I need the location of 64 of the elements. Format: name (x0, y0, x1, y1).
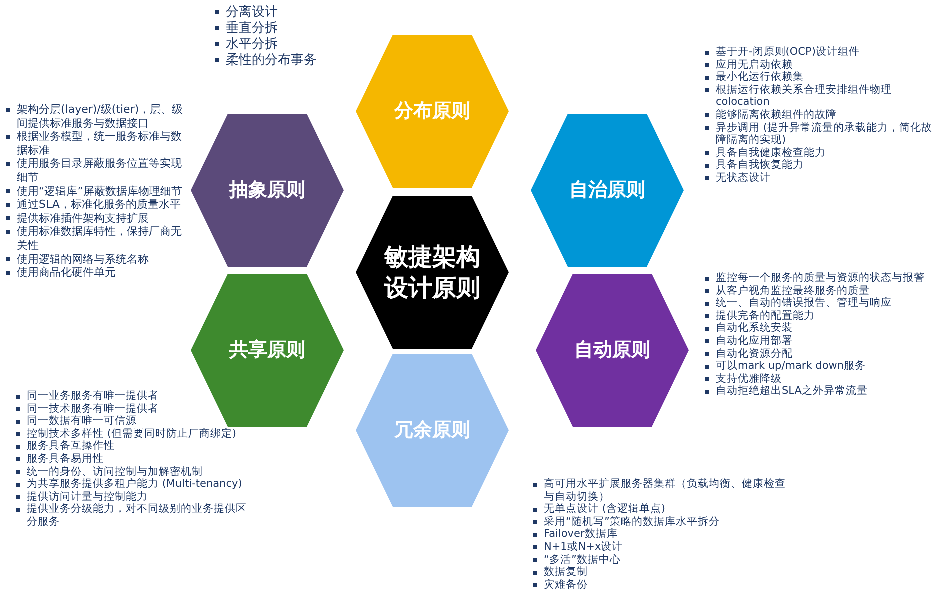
principle-title: 抽象原则 (228, 178, 306, 202)
bullet-item: 根据运行依赖关系合理安排组件物理 colocation (703, 84, 939, 109)
bullet-item: 采用“随机写”策略的数据库水平拆分 (531, 516, 796, 528)
bullet-item: 基于开-闭原则(OCP)设计组件 (703, 46, 939, 59)
bullet-item: 使用逻辑的网络与系统名称 (4, 252, 186, 266)
bullet-item: 异步调用 (提升异常流量的承载能力，简化故障隔离的实现) (703, 122, 939, 147)
bullet-item: 无单点设计 (含逻辑单点) (531, 503, 796, 516)
bullet-item: 为共享服务提供多租户能力 (Multi-tenancy) (14, 478, 250, 491)
bullet-item: 柔性的分布事务 (213, 53, 373, 69)
bullet-item: 同一数据有唯一可信源 (14, 415, 250, 428)
bullet-item: 自动拒绝超出SLA之外异常流量 (703, 385, 939, 398)
bullet-item: 无状态设计 (703, 172, 939, 185)
bullet-item: 分离设计 (213, 5, 373, 21)
hexagon (355, 353, 510, 508)
bullet-item: 自动化系统安装 (703, 322, 939, 335)
bullet-item: 提供访问计量与控制能力 (14, 490, 250, 504)
bullet-item: 使用商品化硬件单元 (4, 266, 186, 280)
bullet-item: 监控每一个服务的质量与资源的状态与报警 (703, 272, 939, 285)
bullet-item: 提供标准插件架构支持扩展 (4, 212, 186, 226)
bullet-item: 具备自我健康检查能力 (703, 146, 939, 160)
bullet-item: 使用服务目录屏蔽服务位置等实现细节 (4, 157, 186, 185)
bullet-item: 应用无启动依赖 (703, 58, 939, 72)
bullet-item: 具备自我恢复能力 (703, 159, 939, 172)
bullet-item: 使用“逻辑库”屏蔽数据库物理细节 (4, 184, 186, 198)
hexagon (355, 195, 510, 350)
bullet-item: 自动化资源分配 (703, 348, 939, 360)
principle-title: 敏捷架构设计原则 (383, 241, 482, 304)
hexagon (355, 34, 510, 189)
bullet-item: 架构分层(layer)/级(tier)，层、级间提供标准服务与数据接口 (4, 103, 186, 130)
bullet-item: 能够隔离依赖组件的故障 (703, 108, 939, 122)
bullet-item: 垂直分拆 (213, 21, 373, 37)
bullet-item: 自动化应用部署 (703, 334, 939, 348)
bullet-item: 统一、自动的错误报告、管理与响应 (703, 297, 939, 310)
bullet-item: 统一的身份、访问控制与加解密机制 (14, 466, 250, 478)
bullet-item: 根据业务模型，统一服务标准与数据标准 (4, 130, 186, 158)
bullet-item: 服务具备易用性 (14, 452, 250, 466)
bullet-item: 服务具备互操作性 (14, 440, 250, 453)
hexagon (530, 113, 685, 268)
bullet-item: 数据复制 (531, 566, 796, 579)
bullet-item: 支持优雅降级 (703, 372, 939, 386)
bullet-item: N+1或N+x设计 (531, 540, 796, 554)
bullet-item: 最小化运行依赖集 (703, 71, 939, 84)
bullet-item: 可以mark up/mark down服务 (703, 360, 939, 373)
bullet-item: 控制技术多样性 (但需要同时防止厂商绑定) (14, 428, 250, 440)
bullet-item: 从客户视角监控最终服务的质量 (703, 284, 939, 298)
hexagon (535, 273, 690, 428)
bullet-item: 提供完备的配置能力 (703, 310, 939, 322)
hexagon (190, 273, 345, 428)
principle-title: 冗余原则 (394, 418, 472, 442)
bullet-item: 通过SLA，标准化服务的质量水平 (4, 198, 186, 212)
bullet-item: 同一业务服务有唯一提供者 (14, 390, 250, 403)
bullet-item: 高可用水平扩展服务器集群（负载均衡、健康检查与自动切换） (531, 478, 796, 504)
principle-title: 自动原则 (574, 338, 652, 362)
bullet-item: 使用标准数据库特性，保持厂商无关性 (4, 225, 186, 253)
bullet-item: 灾难备份 (531, 578, 796, 592)
principle-title: 自治原则 (568, 178, 646, 202)
bullet-item: 水平分拆 (213, 37, 373, 53)
bullet-item: 同一技术服务有唯一提供者 (14, 402, 250, 416)
bullet-item: 提供业务分级能力，对不同级别的业务提供区分服务 (14, 503, 250, 529)
hexagon (190, 113, 345, 268)
bullet-item: “多活”数据中心 (531, 554, 796, 566)
bullet-item: Failover数据库 (531, 528, 796, 541)
principle-title: 共享原则 (228, 338, 306, 362)
principle-title: 分布原则 (393, 100, 472, 124)
